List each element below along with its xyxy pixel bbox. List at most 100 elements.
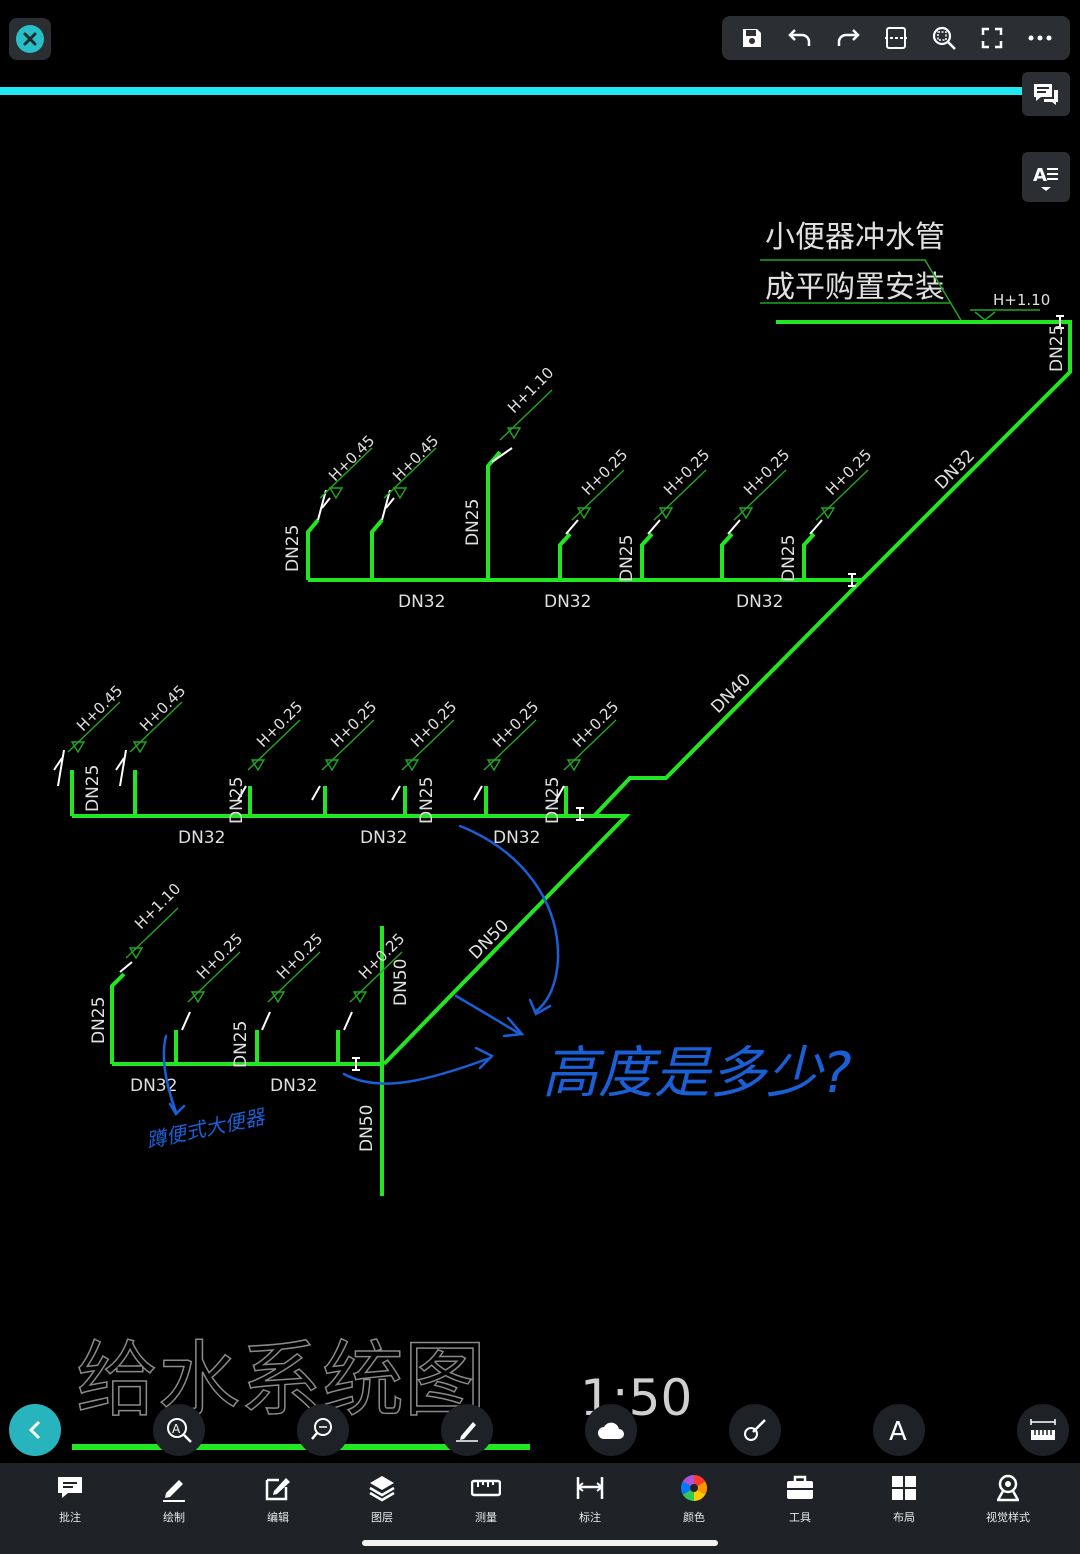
handwritten-question: 高度是多少? — [542, 1041, 852, 1106]
tab-layers[interactable]: 图层 — [330, 1473, 434, 1529]
redo-button[interactable] — [828, 18, 868, 58]
fit-window-button[interactable] — [876, 18, 916, 58]
back-icon — [28, 1420, 41, 1440]
label-dn32: DN32 — [736, 592, 783, 612]
tab-label: 图层 — [371, 1511, 393, 1524]
tab-label: 布局 — [893, 1511, 915, 1524]
zoom-window-icon — [932, 26, 956, 50]
label-dn25: DN25 — [617, 535, 637, 582]
elevation-labels: H+0.45 H+0.45 H+1.10 H+0.25 H+0.25 H+0.2… — [73, 364, 875, 983]
more-button[interactable] — [1020, 18, 1060, 58]
tab-annotate[interactable]: 批注 — [18, 1473, 122, 1529]
label-h025: H+0.25 — [273, 930, 326, 983]
toolbox-icon — [787, 1475, 813, 1499]
tab-measure[interactable]: 测量 — [434, 1473, 538, 1529]
more-icon — [1028, 35, 1052, 41]
label-h025: H+0.25 — [740, 446, 793, 499]
brush-button[interactable] — [729, 1404, 781, 1456]
label-dn25: DN25 — [463, 499, 483, 546]
fullscreen-button[interactable] — [972, 18, 1012, 58]
label-dn25: DN25 — [83, 765, 103, 812]
tab-label: 标注 — [579, 1511, 601, 1524]
tab-label: 批注 — [59, 1511, 81, 1524]
tab-layout[interactable]: 布局 — [852, 1473, 956, 1529]
drawing-canvas[interactable]: 小便器冲水管 成平购置安装 H+1.10 — [0, 95, 1080, 1465]
label-dn32: DN32 — [398, 592, 445, 612]
layers-icon — [369, 1476, 395, 1502]
label-h025: H+0.25 — [193, 930, 246, 983]
label-dn25: DN25 — [283, 525, 303, 572]
tab-color[interactable]: 颜色 — [642, 1473, 746, 1529]
tab-label: 测量 — [475, 1511, 497, 1524]
dimension-icon — [576, 1477, 604, 1499]
label-dn50: DN50 — [357, 1105, 377, 1152]
zoom-text-button[interactable]: A — [153, 1404, 205, 1456]
close-button[interactable] — [9, 18, 51, 60]
annotate-icon — [58, 1477, 82, 1498]
font-icon: A — [889, 1417, 907, 1444]
tab-edit[interactable]: 编辑 — [226, 1473, 330, 1529]
text-style-icon: A — [1033, 165, 1058, 186]
font-button[interactable]: A — [873, 1404, 925, 1456]
handwritten-note: 蹲便式大便器 — [144, 1104, 268, 1153]
label-h110-top: H+1.10 — [993, 291, 1050, 309]
label-h045: H+0.45 — [389, 432, 442, 485]
text-style-button[interactable]: A — [1022, 152, 1070, 202]
sign-button[interactable] — [441, 1404, 493, 1456]
visual-style-icon — [996, 1474, 1020, 1502]
tab-draw[interactable]: 绘制 — [122, 1473, 226, 1529]
label-dn32: DN32 — [360, 828, 407, 848]
ruler-button[interactable] — [1017, 1404, 1069, 1456]
measure-icon — [471, 1479, 501, 1497]
draw-icon — [163, 1480, 185, 1502]
label-h025: H+0.25 — [822, 446, 875, 499]
note-line-1: 小便器冲水管 — [765, 220, 945, 255]
top-bar — [0, 0, 1080, 90]
label-h025: H+0.25 — [407, 698, 460, 751]
tab-visual-style[interactable]: 视觉样式 — [956, 1473, 1060, 1529]
tab-label: 编辑 — [267, 1511, 289, 1524]
selection-line — [0, 87, 1022, 95]
save-button[interactable] — [732, 18, 772, 58]
cloud-button[interactable] — [585, 1404, 637, 1456]
label-dn32: DN32 — [493, 828, 540, 848]
home-indicator — [362, 1540, 718, 1546]
search-button[interactable] — [297, 1404, 349, 1456]
label-dn32: DN32 — [130, 1076, 177, 1096]
label-h025: H+0.25 — [569, 698, 622, 751]
fullscreen-icon — [981, 27, 1003, 49]
tab-label: 颜色 — [683, 1511, 705, 1524]
tab-label: 绘制 — [163, 1511, 185, 1524]
label-h110: H+1.10 — [131, 880, 184, 933]
label-dn25: DN25 — [231, 1021, 251, 1068]
svg-text:A: A — [889, 1417, 907, 1444]
comment-button[interactable] — [1022, 72, 1070, 116]
label-dn25: DN25 — [543, 777, 563, 824]
tab-dimension[interactable]: 标注 — [538, 1473, 642, 1529]
ruler-icon — [1030, 1419, 1056, 1440]
undo-button[interactable] — [780, 18, 820, 58]
label-h025: H+0.25 — [489, 698, 542, 751]
tab-tools[interactable]: 工具 — [748, 1473, 852, 1529]
zoom-window-button[interactable] — [924, 18, 964, 58]
label-dn25: DN25 — [227, 777, 247, 824]
label-dn50: DN50 — [391, 959, 411, 1006]
bottom-tab-bar: 批注 绘制 编辑 图层 测量 标注 颜色 工具 布局 — [0, 1463, 1080, 1554]
label-dn25: DN25 — [779, 535, 799, 582]
zoom-text-icon: A — [167, 1418, 192, 1443]
label-h025: H+0.25 — [578, 446, 631, 499]
close-icon — [16, 25, 44, 53]
back-button[interactable] — [9, 1404, 61, 1456]
fit-window-icon — [885, 27, 907, 49]
undo-icon — [788, 29, 811, 46]
fixture-marks — [53, 315, 1064, 1071]
label-h045: H+0.45 — [73, 682, 126, 735]
floating-tool-row: A A — [0, 1400, 1080, 1460]
save-icon — [743, 29, 761, 47]
brush-icon — [744, 1419, 766, 1441]
search-icon — [311, 1418, 332, 1440]
label-dn32: DN32 — [544, 592, 591, 612]
elevation-leaders — [67, 389, 869, 1004]
label-h110: H+1.10 — [504, 364, 557, 417]
svg-text:A: A — [172, 1422, 181, 1436]
